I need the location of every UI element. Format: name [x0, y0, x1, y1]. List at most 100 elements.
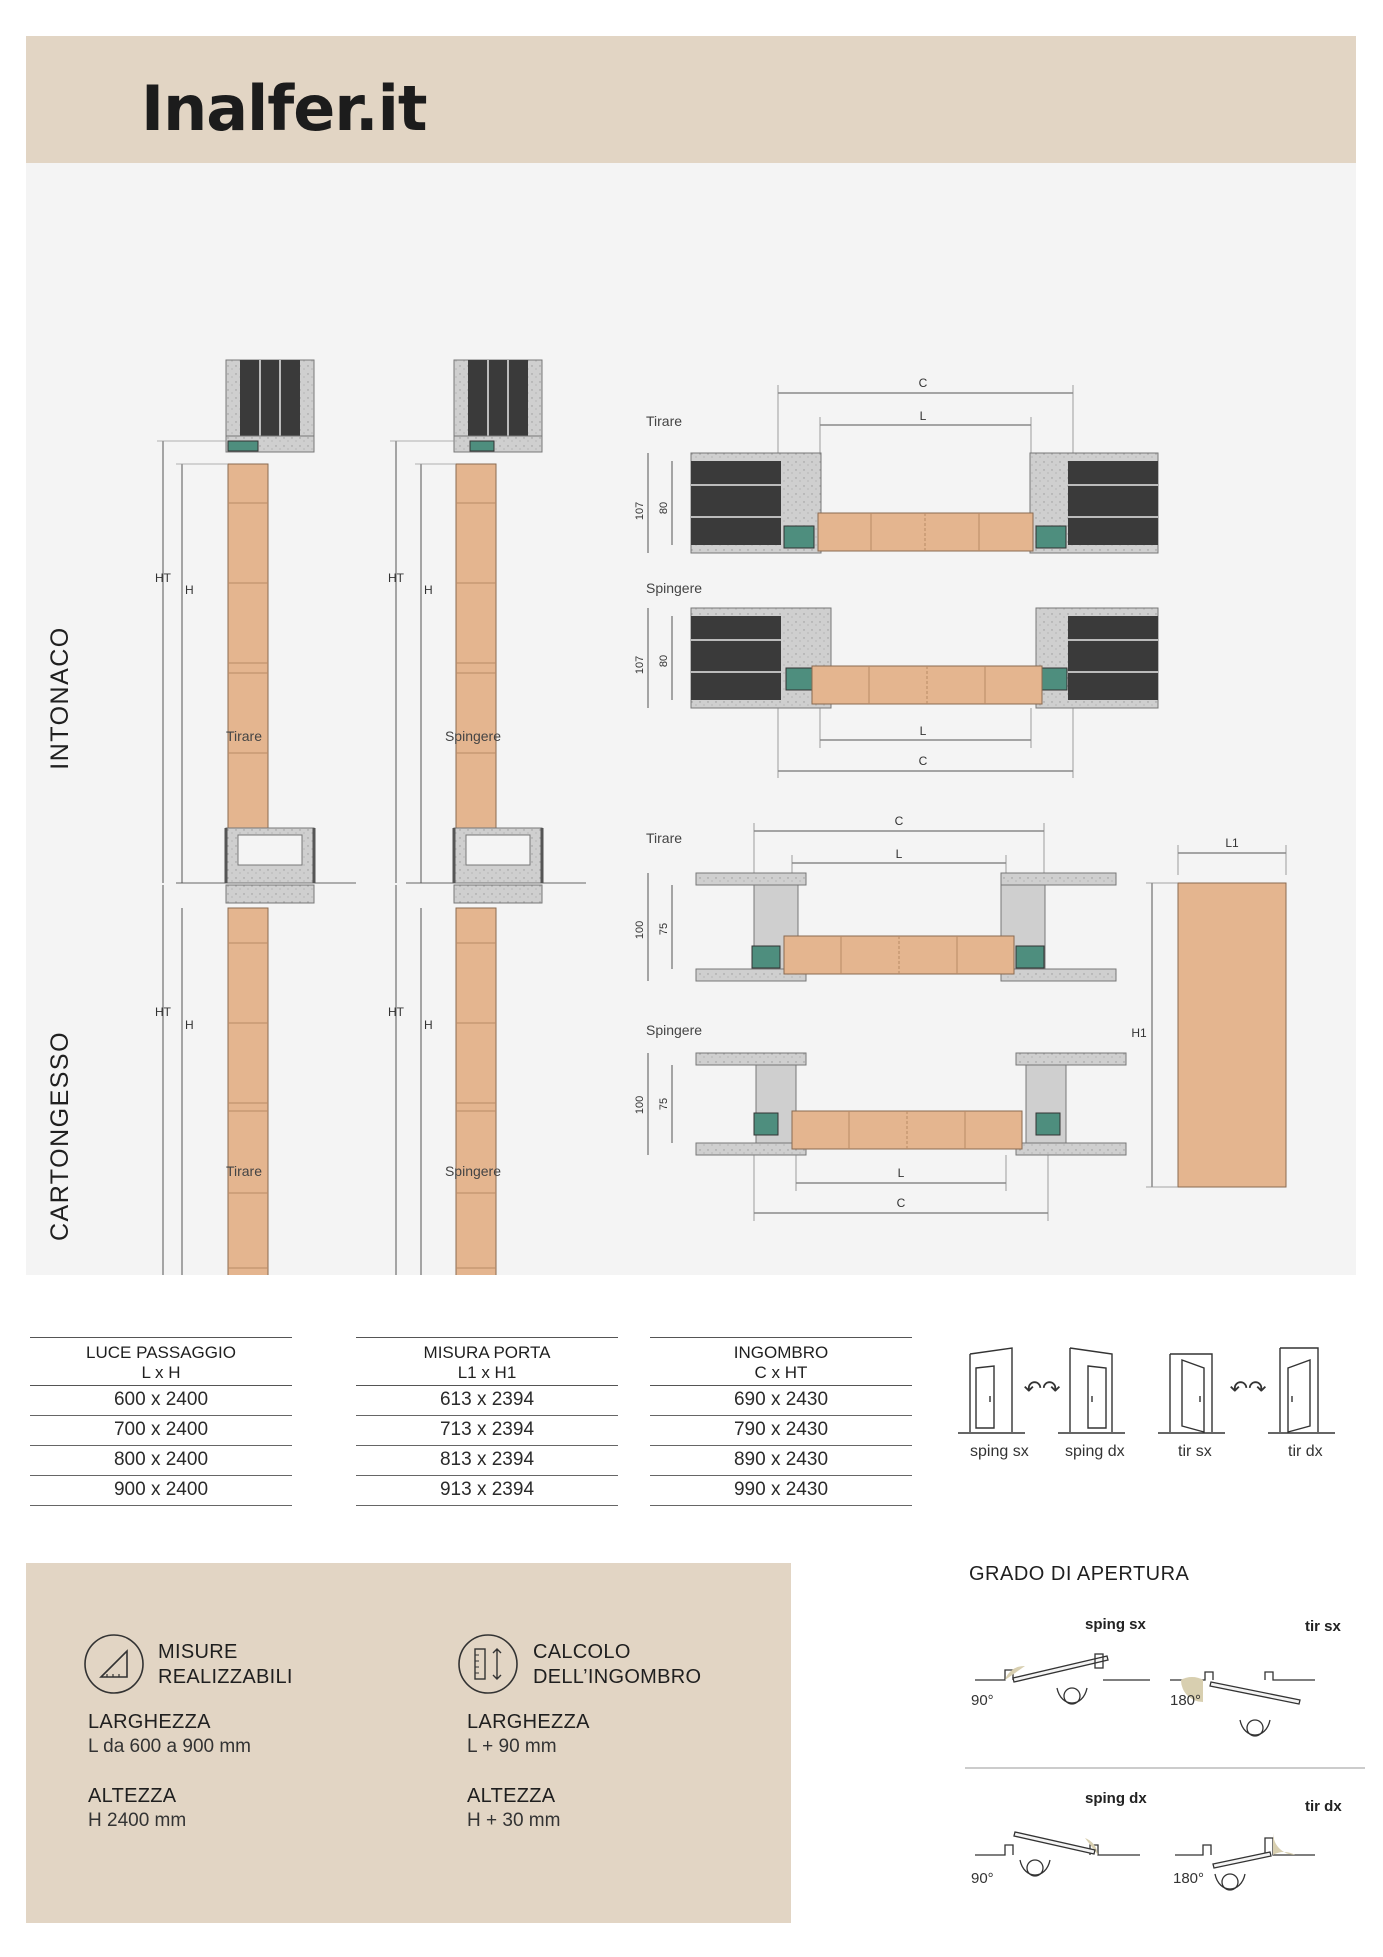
door-swing-diagrams: ↶↷ ↶↷ [958, 1347, 1335, 1434]
opening-degree-tir-sx: 180° [1170, 1692, 1202, 1709]
door-leaf-elevation: L1 H1 [1131, 836, 1287, 1188]
opening-title: GRADO DI APERTURA [969, 1563, 1190, 1585]
view-label-spingere: Spingere [445, 728, 501, 744]
measure-height-icon [458, 1634, 518, 1694]
dim-l: L [920, 724, 927, 738]
dim-100: 100 [634, 921, 646, 939]
calcolo-altezza-value: H + 30 mm [467, 1810, 561, 1831]
dim-h1: H1 [1131, 1026, 1147, 1040]
dim-75: 75 [658, 923, 670, 935]
dim-c: C [919, 754, 928, 768]
table-row: 813 x 2394 [356, 1446, 618, 1476]
table-row: 790 x 2430 [650, 1416, 912, 1446]
door-type-label-sping-dx: sping dx [1065, 1443, 1125, 1460]
opening-degree-tir-dx: 180° [1173, 1870, 1205, 1887]
dim-c: C [895, 814, 904, 828]
intonaco-plan-spingere: Spingere 107 80 L C [634, 580, 1159, 778]
dim-80: 80 [658, 655, 670, 667]
dim-100: 100 [634, 1096, 646, 1114]
view-label-tirare: Tirare [646, 413, 682, 429]
opening-label-tir-sx: tir sx [1305, 1618, 1341, 1635]
cartongesso-vertical-spingere: HT H Spingere [388, 827, 544, 1275]
technical-drawings-panel: INTONACO CARTONGESSO HT H Tirare [26, 163, 1356, 1275]
door-type-label-tir-sx: tir sx [1178, 1443, 1212, 1460]
table-row: 700 x 2400 [30, 1416, 292, 1446]
table-misura-porta: MISURA PORTA L1 x H1 613 x 2394 713 x 23… [356, 1337, 618, 1506]
dim-l: L [896, 847, 903, 861]
cartongesso-plan-spingere: Spingere 100 75 L C [634, 1022, 1127, 1221]
table-header: LUCE PASSAGGIO L x H [30, 1337, 292, 1386]
calcolo-altezza-label: ALTEZZA [467, 1785, 556, 1807]
dim-l1: L1 [1225, 836, 1239, 850]
dim-h: H [424, 1018, 433, 1032]
dim-h: H [424, 583, 433, 597]
misure-larghezza-label: LARGHEZZA [88, 1711, 211, 1733]
opening-degree-diagrams [965, 1653, 1365, 1891]
view-label-spingere: Spingere [646, 1022, 702, 1038]
intonaco-plan-tirare: Tirare C L 107 80 [634, 376, 1159, 554]
calcolo-larghezza-value: L + 90 mm [467, 1736, 557, 1757]
dim-ht: HT [388, 1005, 405, 1019]
dim-107: 107 [634, 656, 646, 674]
dim-c: C [897, 1196, 906, 1210]
table-subtitle: C x HT [754, 1363, 808, 1382]
opening-label-sping-sx: sping sx [1085, 1616, 1146, 1633]
intonaco-vertical-spingere: HT H Spingere [388, 359, 586, 884]
table-row: 600 x 2400 [30, 1386, 292, 1416]
table-header: MISURA PORTA L1 x H1 [356, 1337, 618, 1386]
table-title: LUCE PASSAGGIO [86, 1343, 236, 1362]
dim-c: C [919, 376, 928, 390]
dim-l: L [898, 1166, 905, 1180]
misure-altezza-label: ALTEZZA [88, 1785, 177, 1807]
dim-75: 75 [658, 1098, 670, 1110]
table-row: 900 x 2400 [30, 1476, 292, 1506]
table-row: 690 x 2430 [650, 1386, 912, 1416]
dim-80: 80 [658, 502, 670, 514]
view-label-tirare: Tirare [226, 1163, 262, 1179]
table-row: 990 x 2430 [650, 1476, 912, 1506]
dim-ht: HT [155, 571, 172, 585]
rotate-arrows-icon: ↶↷ [1230, 1377, 1267, 1402]
door-type-icons: ↶↷ ↶↷ sping sx sping dx tir sx tir dx [950, 1340, 1350, 1480]
dim-l: L [920, 409, 927, 423]
misure-title-line1: MISURE [158, 1641, 238, 1663]
table-title: MISURA PORTA [423, 1343, 551, 1362]
table-subtitle: L1 x H1 [457, 1363, 517, 1382]
view-label-tirare: Tirare [646, 830, 682, 846]
misure-altezza-value: H 2400 mm [88, 1810, 187, 1831]
section-label-intonaco: INTONACO [46, 626, 74, 770]
opening-label-sping-dx: sping dx [1085, 1790, 1147, 1807]
view-label-spingere: Spingere [445, 1163, 501, 1179]
brand-logo: Inalfer.it [141, 72, 427, 145]
table-row: 800 x 2400 [30, 1446, 292, 1476]
table-row: 713 x 2394 [356, 1416, 618, 1446]
dim-107: 107 [634, 502, 646, 520]
table-title: INGOMBRO [733, 1343, 829, 1362]
calcolo-title-line2: DELL’INGOMBRO [533, 1666, 702, 1688]
table-ingombro: INGOMBRO C x HT 690 x 2430 790 x 2430 89… [650, 1337, 912, 1506]
section-label-cartongesso: CARTONGESSO [46, 1031, 74, 1241]
table-luce-passaggio: LUCE PASSAGGIO L x H 600 x 2400 700 x 24… [30, 1337, 292, 1506]
table-row: 913 x 2394 [356, 1476, 618, 1506]
table-header: INGOMBRO C x HT [650, 1337, 912, 1386]
dim-h: H [185, 1018, 194, 1032]
table-row: 890 x 2430 [650, 1446, 912, 1476]
calcolo-larghezza-label: LARGHEZZA [467, 1711, 590, 1733]
view-label-spingere: Spingere [646, 580, 702, 596]
dim-h: H [185, 583, 194, 597]
misure-title: MISURE REALIZZABILI [158, 1640, 293, 1690]
misure-larghezza-value: L da 600 a 900 mm [88, 1736, 252, 1757]
rotate-arrows-icon: ↶↷ [1024, 1377, 1061, 1402]
opening-degree-sping-dx: 90° [971, 1870, 994, 1887]
intonaco-vertical-tirare: HT H Tirare [155, 359, 356, 884]
calcolo-title-line1: CALCOLO [533, 1641, 631, 1663]
dim-ht: HT [388, 571, 405, 585]
cartongesso-plan-tirare: Tirare C L 100 75 [634, 814, 1117, 982]
info-panel: MISURE REALIZZABILI LARGHEZZA L da 600 a… [26, 1563, 791, 1923]
view-label-tirare: Tirare [226, 728, 262, 744]
calcolo-title: CALCOLO DELL’INGOMBRO [533, 1640, 701, 1690]
door-type-label-sping-sx: sping sx [970, 1443, 1029, 1460]
misure-title-line2: REALIZZABILI [158, 1666, 293, 1688]
opening-diagrams: sping sx 90° tir sx 180° sping dx 90° ti… [965, 1610, 1365, 1930]
opening-degree-sping-sx: 90° [971, 1692, 994, 1709]
